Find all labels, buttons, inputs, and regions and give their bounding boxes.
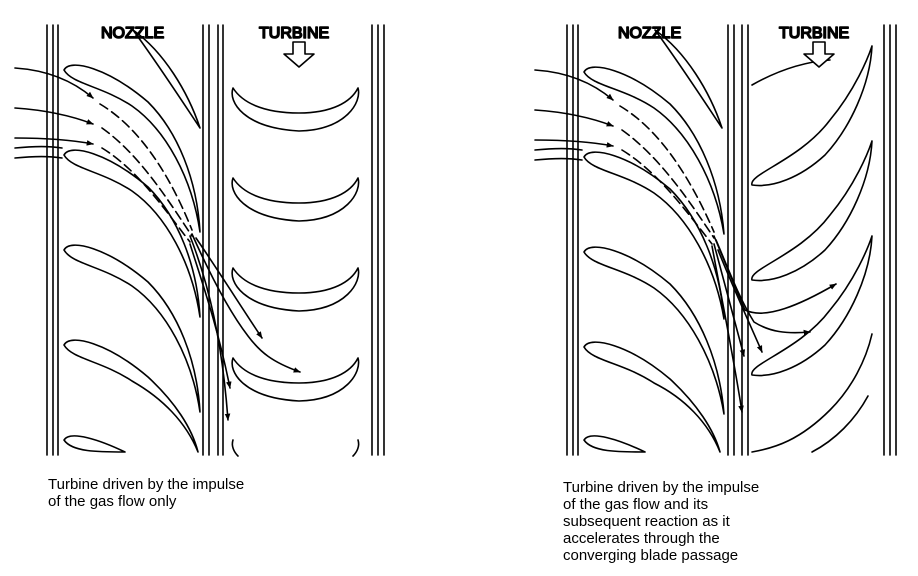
impulse-panel: NOZZLE TURBINE — [14, 24, 385, 457]
caption-line: converging blade passage — [563, 547, 739, 564]
turbine-arrow-icon — [283, 41, 315, 68]
impulse-caption: Turbine driven by the impulse of the gas… — [48, 476, 244, 510]
nozzle-label: NOZZLE — [618, 25, 681, 42]
caption-line: of the gas flow and its — [563, 496, 709, 513]
turbine-label: TURBINE — [259, 25, 329, 42]
turbine-blades — [751, 45, 873, 453]
caption-line: subsequent reaction as it — [563, 513, 730, 530]
turbine-arrow-icon — [803, 41, 835, 68]
casing-walls — [566, 24, 897, 456]
caption-line: of the gas flow only — [48, 493, 177, 510]
gas-flow-lines — [14, 67, 301, 421]
caption-line: accelerates through the — [563, 530, 720, 547]
turbine-label: TURBINE — [779, 25, 849, 42]
reaction-panel: NOZZLE TURBINE — [534, 24, 897, 456]
gas-flow-lines — [534, 69, 837, 413]
nozzle-vanes — [63, 29, 201, 453]
nozzle-label: NOZZLE — [101, 25, 164, 42]
turbine-blades — [231, 87, 360, 457]
reaction-caption: Turbine driven by the impulse of the gas… — [563, 479, 759, 564]
nozzle-vanes — [583, 29, 725, 453]
caption-line: Turbine driven by the impulse — [48, 476, 245, 493]
caption-line: Turbine driven by the impulse — [563, 479, 760, 496]
casing-walls — [46, 24, 385, 456]
